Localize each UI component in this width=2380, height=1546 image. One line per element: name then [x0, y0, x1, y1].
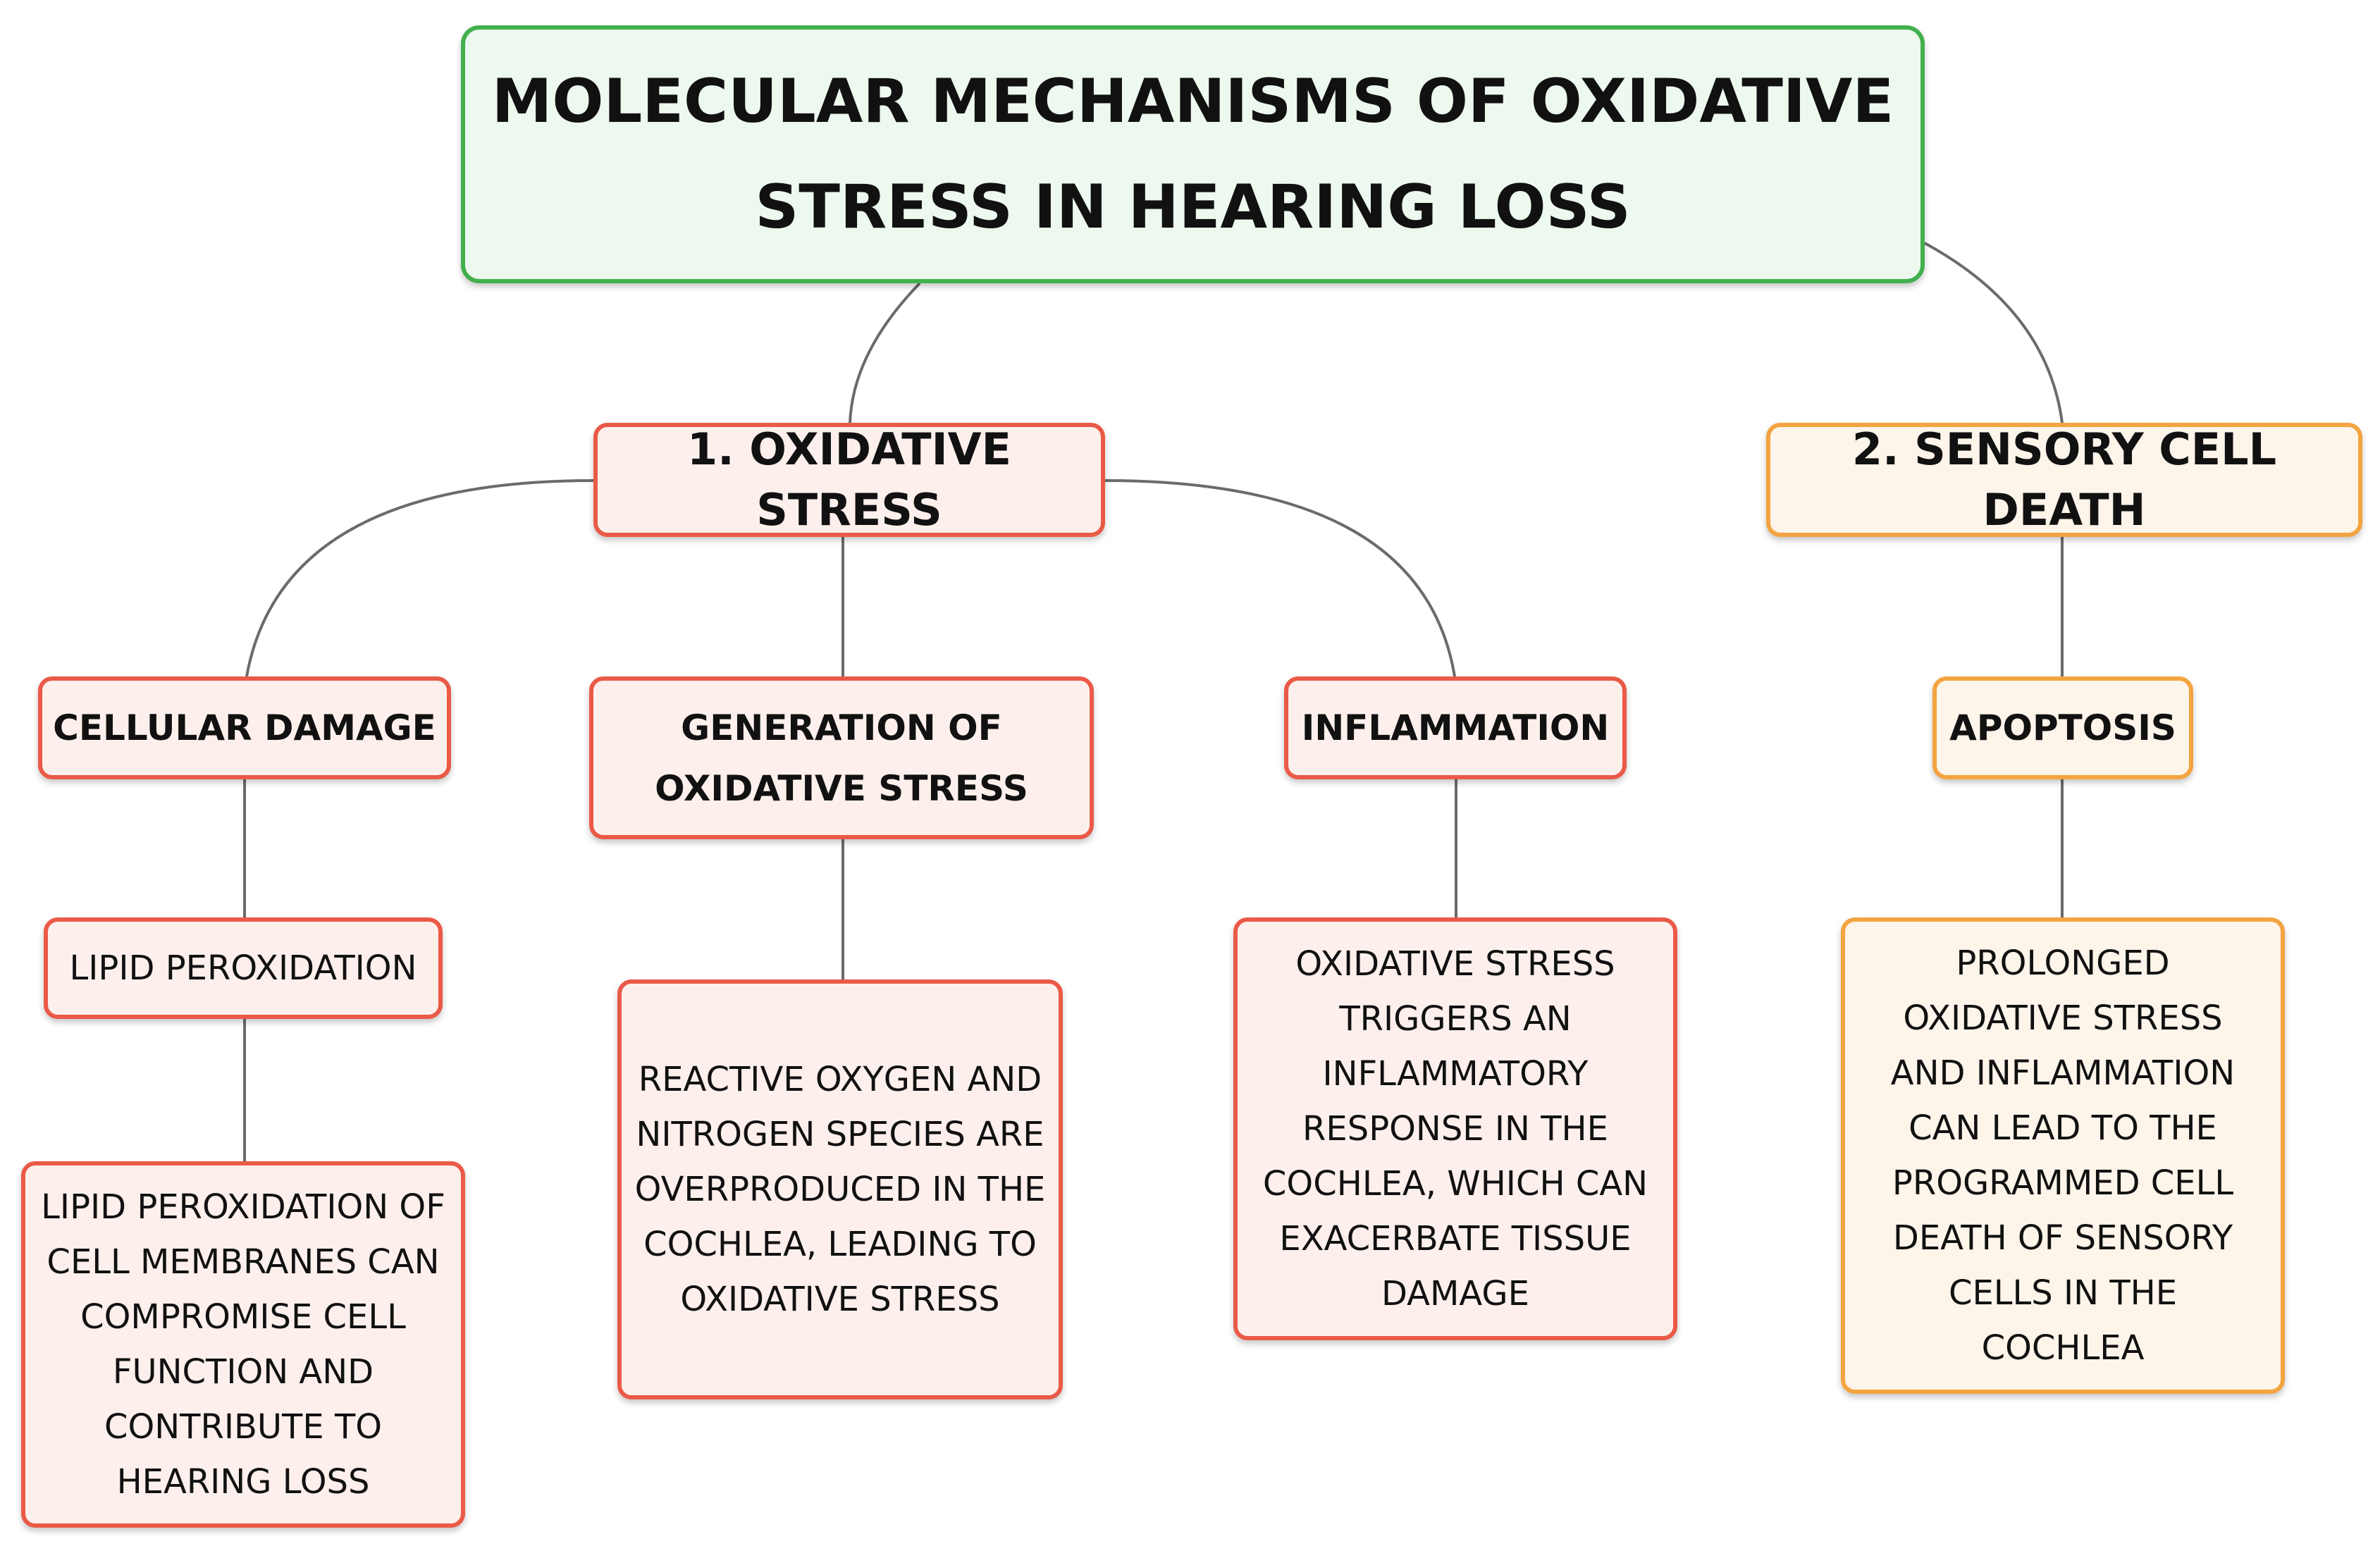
cellular-damage-label: CELLULAR DAMAGE	[53, 707, 436, 748]
root-title-node[interactable]: MOLECULAR MECHANISMS OF OXIDATIVE STRESS…	[461, 25, 1925, 283]
sensory-cell-death-node[interactable]: 2. SENSORY CELL DEATH	[1766, 423, 2362, 537]
inflammation-detail: OXIDATIVE STRESS TRIGGERS AN INFLAMMATOR…	[1262, 944, 1648, 1313]
lipid-peroxidation-detail: LIPID PEROXIDATION OF CELL MEMBRANES CAN…	[41, 1187, 445, 1502]
cellular-damage-node[interactable]: CELLULAR DAMAGE	[38, 676, 451, 779]
connector-oxidative-inflammation	[1104, 479, 1456, 677]
connector-root-oxidative-stress	[849, 282, 921, 423]
apoptosis-label: APOPTOSIS	[1949, 707, 2176, 748]
sensory-cell-death-label: 2. SENSORY CELL DEATH	[1851, 423, 2277, 536]
generation-label: GENERATION OF OXIDATIVE STRESS	[655, 707, 1028, 809]
generation-detail: REACTIVE OXYGEN AND NITROGEN SPECIES ARE…	[634, 1060, 1046, 1319]
apoptosis-detail-node[interactable]: PROLONGED OXIDATIVE STRESS AND INFLAMMAT…	[1841, 917, 2285, 1394]
apoptosis-node[interactable]: APOPTOSIS	[1932, 676, 2193, 779]
apoptosis-detail: PROLONGED OXIDATIVE STRESS AND INFLAMMAT…	[1890, 944, 2236, 1368]
inflammation-label: INFLAMMATION	[1301, 707, 1610, 748]
inflammation-detail-node[interactable]: OXIDATIVE STRESS TRIGGERS AN INFLAMMATOR…	[1233, 917, 1677, 1340]
lipid-peroxidation-detail-node[interactable]: LIPID PEROXIDATION OF CELL MEMBRANES CAN…	[21, 1161, 465, 1528]
inflammation-node[interactable]: INFLAMMATION	[1284, 676, 1627, 779]
lipid-peroxidation-node[interactable]: LIPID PEROXIDATION	[44, 917, 443, 1019]
connector-root-sensory-cell-death	[1924, 242, 2064, 423]
connector-oxidative-cellular-damage	[245, 479, 594, 677]
oxidative-stress-label: 1. OXIDATIVE STRESS	[687, 423, 1011, 536]
oxidative-stress-node[interactable]: 1. OXIDATIVE STRESS	[593, 423, 1105, 537]
generation-node[interactable]: GENERATION OF OXIDATIVE STRESS	[589, 676, 1094, 839]
root-title: MOLECULAR MECHANISMS OF OXIDATIVE STRESS…	[491, 66, 1894, 242]
lipid-peroxidation-label: LIPID PEROXIDATION	[69, 948, 417, 988]
generation-detail-node[interactable]: REACTIVE OXYGEN AND NITROGEN SPECIES ARE…	[617, 979, 1063, 1399]
